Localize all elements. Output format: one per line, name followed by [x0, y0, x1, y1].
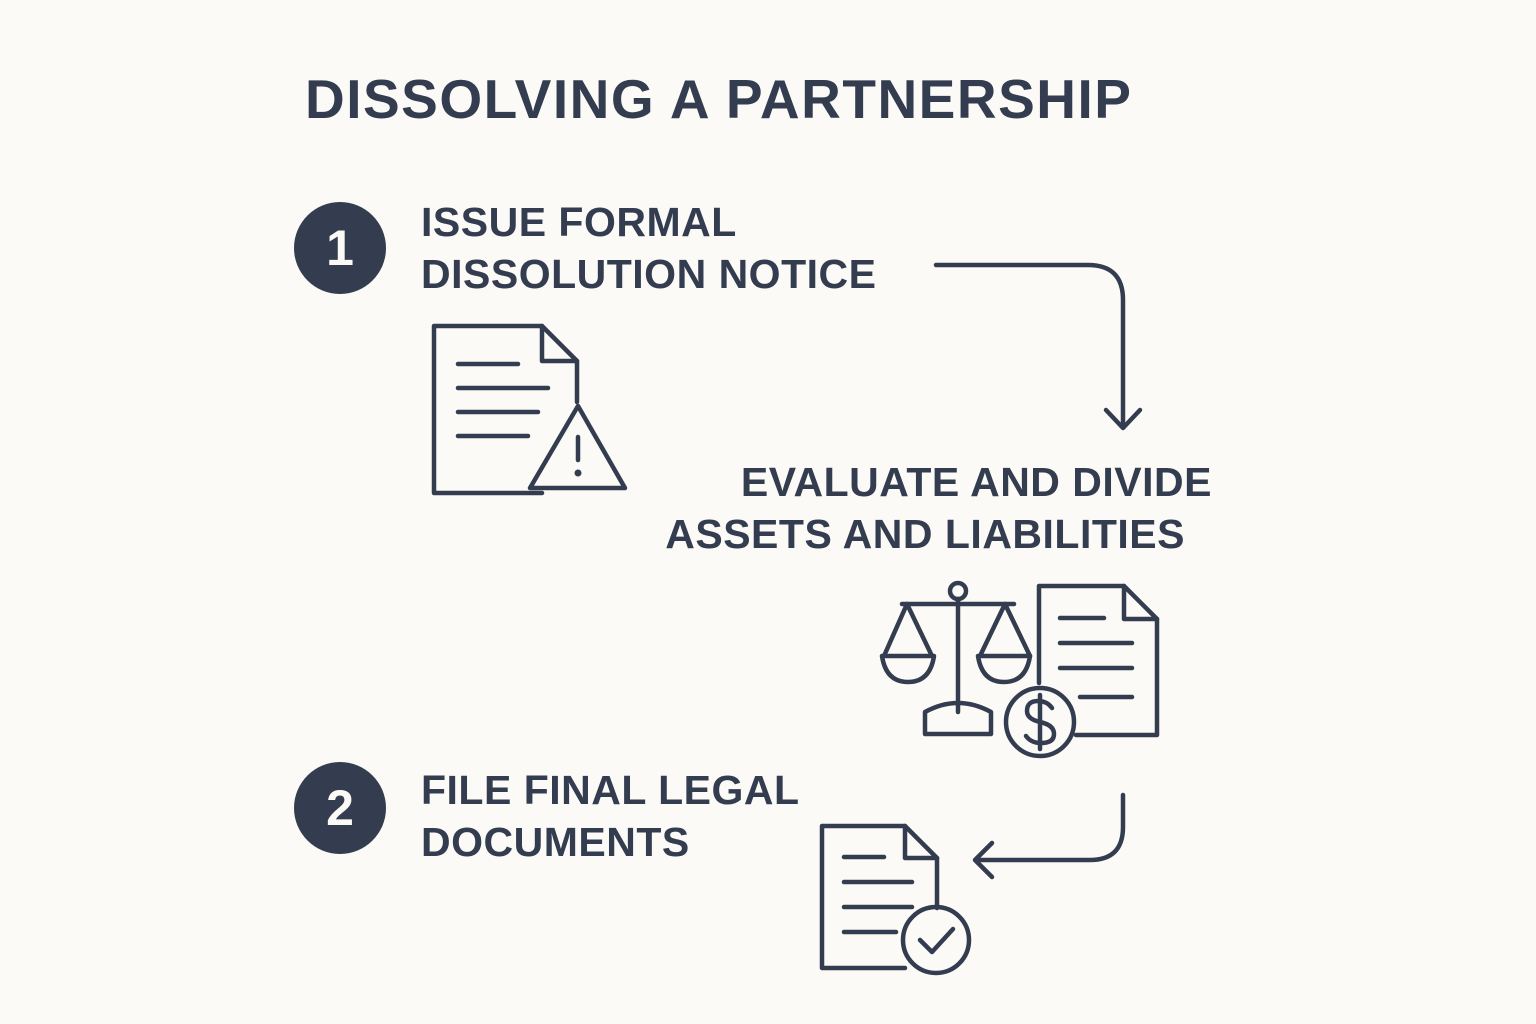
step-label-line: DISSOLUTION NOTICE — [421, 251, 877, 297]
step-label-line: ASSETS AND LIABILITIES — [665, 511, 1185, 557]
step-label: EVALUATE AND DIVIDE ASSETS AND LIABILITI… — [640, 456, 1212, 560]
step-label-line: EVALUATE AND DIVIDE — [740, 459, 1212, 505]
step-label-line: FILE FINAL LEGAL — [421, 767, 800, 813]
step-label-line: DOCUMENTS — [421, 819, 690, 865]
step-label: ISSUE FORMAL DISSOLUTION NOTICE — [421, 196, 876, 300]
step-number-badge: 1 — [294, 202, 386, 294]
flow-arrow-left — [972, 792, 1126, 880]
step-label-line: ISSUE FORMAL — [421, 199, 737, 245]
step-number-badge: 2 — [294, 762, 386, 854]
document-warning-icon — [431, 323, 628, 496]
document-check-icon — [819, 823, 972, 976]
flow-arrow-down — [933, 262, 1143, 431]
scale-document-dollar-icon — [879, 580, 1160, 759]
page-title: DISSOLVING A PARTNERSHIP — [305, 68, 1133, 130]
step-label: FILE FINAL LEGAL DOCUMENTS — [421, 764, 800, 868]
